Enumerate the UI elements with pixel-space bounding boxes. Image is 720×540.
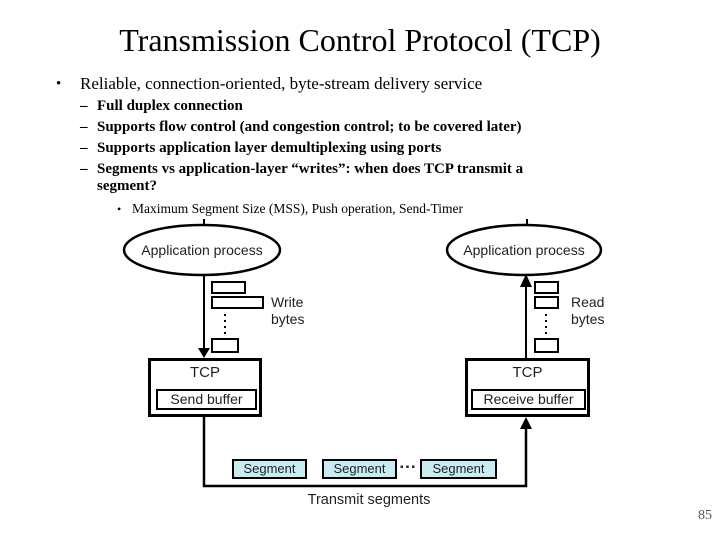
bullet-level3: • Maximum Segment Size (MSS), Push opera…	[117, 201, 463, 217]
write-bytes-label: Write bytes	[271, 294, 304, 328]
dash-marker: –	[80, 119, 88, 135]
write-bytes-line2: bytes	[271, 311, 305, 327]
read-arrowhead-up-icon	[520, 274, 532, 287]
write-bytes-line1: Write	[271, 294, 304, 310]
page-number: 85	[698, 508, 712, 523]
read-byte-box	[534, 281, 559, 294]
segment-box: Segment	[322, 459, 397, 479]
bullet-level2-text: Segments vs application-layer “writes”: …	[97, 161, 524, 194]
bullet-level2-item: – Full duplex connection	[80, 98, 582, 115]
write-byte-box	[211, 338, 239, 353]
receiver-tcp-box: TCP Receive buffer	[465, 358, 590, 417]
bullet-level1: • Reliable, connection-oriented, byte-st…	[56, 74, 482, 94]
read-bytes-line1: Read	[571, 294, 605, 310]
segment-box: Segment	[420, 459, 497, 479]
bullet-level2-text: Supports flow control (and congestion co…	[97, 119, 522, 135]
bullet-marker: •	[117, 202, 122, 216]
slide-title: Transmission Control Protocol (TCP)	[119, 22, 601, 58]
dash-marker: –	[80, 161, 88, 177]
bullet-level2-text: Supports application layer demultiplexin…	[97, 140, 442, 156]
segment-ellipsis: ...	[399, 453, 417, 472]
read-byte-box	[534, 296, 559, 309]
bullet-level2-item: – Supports flow control (and congestion …	[80, 119, 582, 136]
write-arrowhead-down-icon	[198, 348, 210, 358]
dash-marker: –	[80, 98, 88, 114]
sender-tcp-label: TCP	[190, 364, 220, 381]
segment-box: Segment	[232, 459, 307, 479]
read-byte-box	[534, 338, 559, 353]
write-byte-box	[211, 296, 264, 309]
receiver-process-label: Application process	[463, 242, 585, 258]
receiver-tcp-label: TCP	[512, 364, 543, 381]
write-byte-box	[211, 281, 246, 294]
bullet-level1-text: Reliable, connection-oriented, byte-stre…	[80, 74, 483, 93]
receiver-process-ellipse	[445, 223, 603, 277]
sender-process-label: Application process	[141, 242, 263, 258]
read-bytes-label: Read bytes	[571, 294, 604, 328]
bullet-level3-text: Maximum Segment Size (MSS), Push operati…	[132, 201, 463, 216]
bullet-level2-text: Full duplex connection	[97, 98, 243, 114]
sender-tcp-box: TCP Send buffer	[148, 358, 262, 417]
send-buffer-box: Send buffer	[156, 389, 257, 410]
read-bytes-line2: bytes	[571, 311, 605, 327]
sender-process-ellipse	[122, 223, 282, 277]
transmit-segments-label: Transmit segments	[307, 492, 431, 508]
bullet-level2-item: – Supports application layer demultiplex…	[80, 140, 582, 157]
bullet-level2-item: – Segments vs application-layer “writes”…	[80, 161, 582, 195]
transmit-connector	[202, 417, 528, 488]
receive-buffer-box: Receive buffer	[471, 389, 586, 410]
bullet-level2-list: – Full duplex connection – Supports flow…	[80, 98, 582, 199]
transmit-arrowhead-up-icon	[520, 417, 532, 429]
bullet-marker: •	[56, 76, 62, 92]
dash-marker: –	[80, 140, 88, 156]
